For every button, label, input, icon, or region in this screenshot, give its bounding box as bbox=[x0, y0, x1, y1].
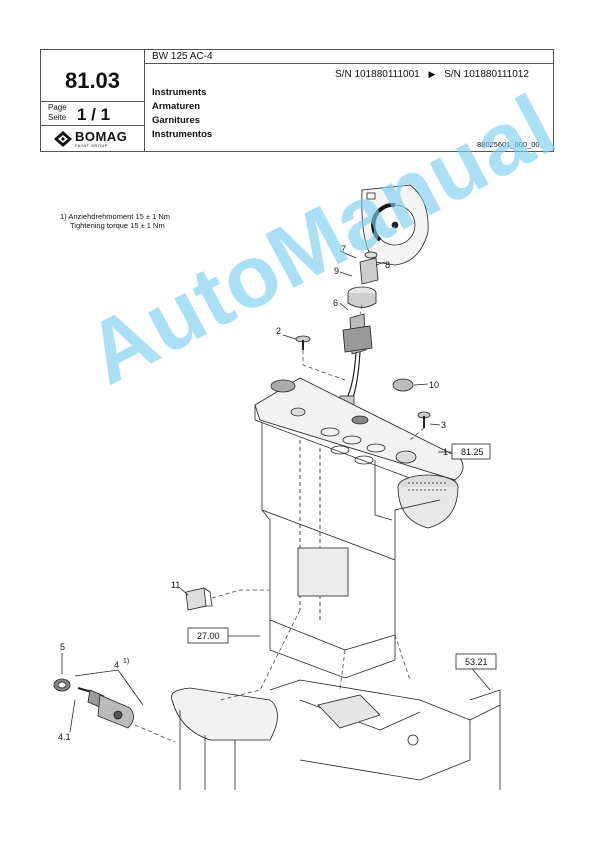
ref-box bbox=[187, 627, 229, 644]
relay bbox=[185, 587, 213, 611]
part-label-4: 4 bbox=[114, 660, 119, 670]
header-divider bbox=[41, 125, 144, 126]
document-number: 88025601_000_00 bbox=[477, 140, 540, 149]
section-number: 81.03 bbox=[64, 68, 121, 93]
console-frame bbox=[261, 422, 441, 679]
part-label-7: 7 bbox=[341, 244, 346, 254]
potentiometer bbox=[339, 313, 373, 407]
part-label-4-note: 1) bbox=[123, 658, 129, 665]
screw bbox=[417, 411, 431, 428]
part-label-5: 5 bbox=[60, 642, 65, 652]
header-divider bbox=[144, 50, 145, 151]
title-es: Instrumentos bbox=[152, 129, 213, 140]
brand-name: BOMAG bbox=[75, 129, 128, 144]
page-label: Page Seite bbox=[48, 103, 67, 122]
cap bbox=[392, 378, 414, 392]
model-name: BW 125 AC-4 bbox=[152, 51, 213, 62]
part-label-2: 2 bbox=[276, 326, 281, 336]
ignition-switch bbox=[53, 678, 134, 729]
bomag-diamond-icon bbox=[54, 131, 72, 147]
title-en: Instruments bbox=[152, 87, 207, 98]
part-label-4-1: 4.1 bbox=[58, 732, 71, 742]
instrument-panel bbox=[254, 377, 464, 529]
ref-27-00: 27.00 bbox=[197, 631, 220, 641]
part-label-11: 11 bbox=[171, 580, 180, 590]
ref-53-21: 53.21 bbox=[465, 657, 488, 667]
brand-sub: FAYAT GROUP bbox=[75, 143, 108, 148]
part-label-6: 6 bbox=[333, 298, 338, 308]
ref-box bbox=[451, 443, 491, 460]
header-divider bbox=[41, 101, 144, 102]
ref-box bbox=[455, 653, 497, 670]
screw bbox=[295, 335, 311, 350]
frame-chassis bbox=[171, 679, 501, 790]
arrow-right-icon: ▶ bbox=[428, 69, 436, 79]
header-divider bbox=[144, 63, 554, 64]
part-label-8: 8 bbox=[385, 260, 390, 270]
speed-gauge bbox=[361, 184, 429, 266]
page-number: 1 / 1 bbox=[77, 105, 111, 124]
header-table: BW 125 AC-4 81.03 Page Seite 1 / 1 BOMAG… bbox=[40, 49, 554, 152]
part-label-9: 9 bbox=[334, 266, 339, 276]
torque-note: 1) Anziehdrehmoment 15 ± 1 Nm Tightening… bbox=[60, 212, 171, 230]
serial-range: S/N 101880111001 ▶ S/N 101880111012 bbox=[335, 69, 529, 80]
title-fr: Garnitures bbox=[152, 115, 201, 126]
part-label-1: 1 bbox=[443, 447, 448, 457]
brand-logo: BOMAG FAYAT GROUP bbox=[53, 129, 133, 148]
control-knob bbox=[347, 251, 379, 308]
ref-81-25: 81.25 bbox=[461, 447, 484, 457]
title-de: Armaturen bbox=[152, 101, 201, 112]
title-list: Instruments Armaturen Garnitures Instrum… bbox=[152, 86, 212, 142]
part-label-3: 3 bbox=[441, 420, 446, 430]
part-label-10: 10 bbox=[429, 380, 439, 390]
